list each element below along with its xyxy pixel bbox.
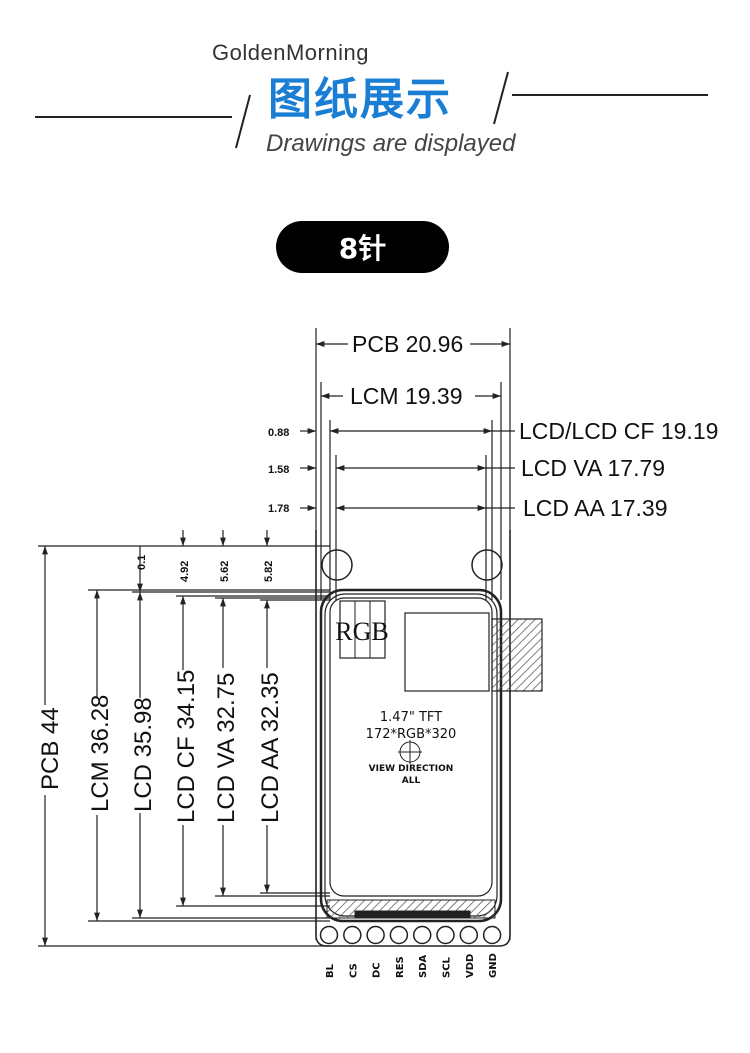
lcd-offset-label: 0.1 — [136, 555, 148, 570]
mounting-hole-right — [471, 549, 503, 581]
cf-offset-label-v: 4.92 — [179, 561, 191, 582]
pin-label: BL — [325, 963, 336, 978]
va-width-label: LCD VA 17.79 — [521, 455, 665, 481]
view-direction-value: ALL — [402, 776, 421, 786]
aa-height-label: LCD AA 32.35 — [257, 672, 284, 823]
pin-pad — [389, 925, 409, 945]
pin-count-badge: 8针 — [276, 221, 449, 273]
pin-pad — [343, 925, 362, 945]
lcm-width-label: LCM 19.39 — [350, 383, 463, 409]
module-labels: RGB 1.47" TFT 172*RGB*320 VIEW DIRECTION… — [335, 617, 456, 786]
cf-height-label: LCD CF 34.15 — [173, 670, 200, 823]
header-rules — [35, 71, 708, 149]
pin-label: DC — [372, 962, 383, 978]
cf-offset-label: 0.88 — [268, 427, 289, 439]
va-offset-label-v: 5.62 — [219, 561, 231, 582]
pin-label: GND — [488, 953, 499, 978]
pin-label: VDD — [465, 954, 476, 978]
lcm-outline — [319, 588, 503, 923]
pin-label: SDA — [418, 954, 429, 978]
aa-width-label: LCD AA 17.39 — [523, 495, 668, 521]
pin-header: BL CS DC RES SDA SCL VDD GND — [319, 925, 502, 978]
page-title: 图纸展示 — [268, 74, 452, 125]
aa-offset-label-v: 5.82 — [263, 561, 275, 582]
page-subtitle: Drawings are displayed — [266, 130, 516, 157]
horizontal-dimension-labels: PCB 20.96 LCM 19.39 LCD/LCD CF 19.19 LCD… — [268, 331, 718, 521]
pin-pad — [482, 925, 502, 945]
va-offset-label: 1.58 — [268, 464, 289, 476]
mounting-hole-left — [321, 549, 353, 581]
rgb-block — [339, 600, 386, 659]
cf-width-label: LCD/LCD CF 19.19 — [519, 418, 718, 444]
va-height-label: LCD VA 32.75 — [213, 673, 240, 823]
pin-pad — [459, 925, 479, 945]
flex-connector — [354, 910, 471, 919]
lcm-height-label: LCM 36.28 — [87, 695, 114, 812]
pcb-height-label: PCB 44 — [37, 707, 64, 790]
view-direction-label: VIEW DIRECTION — [369, 764, 454, 774]
vertical-dimensions — [38, 530, 330, 947]
pin-label: CS — [348, 963, 359, 978]
pcb-width-label: PCB 20.96 — [352, 331, 463, 357]
pin-pad — [412, 925, 432, 945]
lcd-height-label: LCD 35.98 — [130, 697, 157, 812]
spec-line-2: 172*RGB*320 — [366, 727, 457, 742]
fpc-tail — [491, 618, 543, 692]
module-outline — [315, 530, 543, 947]
vertical-dimension-labels: PCB 44 LCM 36.28 LCD 35.98 LCD CF 34.15 … — [37, 555, 284, 823]
pin-pad — [436, 925, 455, 945]
pin-pad — [319, 925, 339, 945]
horizontal-dimensions — [300, 328, 515, 940]
aa-offset-label: 1.78 — [268, 503, 289, 515]
pin-pad — [366, 925, 385, 945]
brand-name: GoldenMorning — [212, 40, 369, 65]
pin-label: SCL — [442, 956, 453, 978]
fpc-window — [404, 612, 490, 692]
spec-line-1: 1.47" TFT — [380, 710, 442, 725]
pin-label: RES — [395, 956, 406, 978]
rgb-label: RGB — [335, 617, 388, 646]
active-area-outline — [329, 597, 493, 897]
